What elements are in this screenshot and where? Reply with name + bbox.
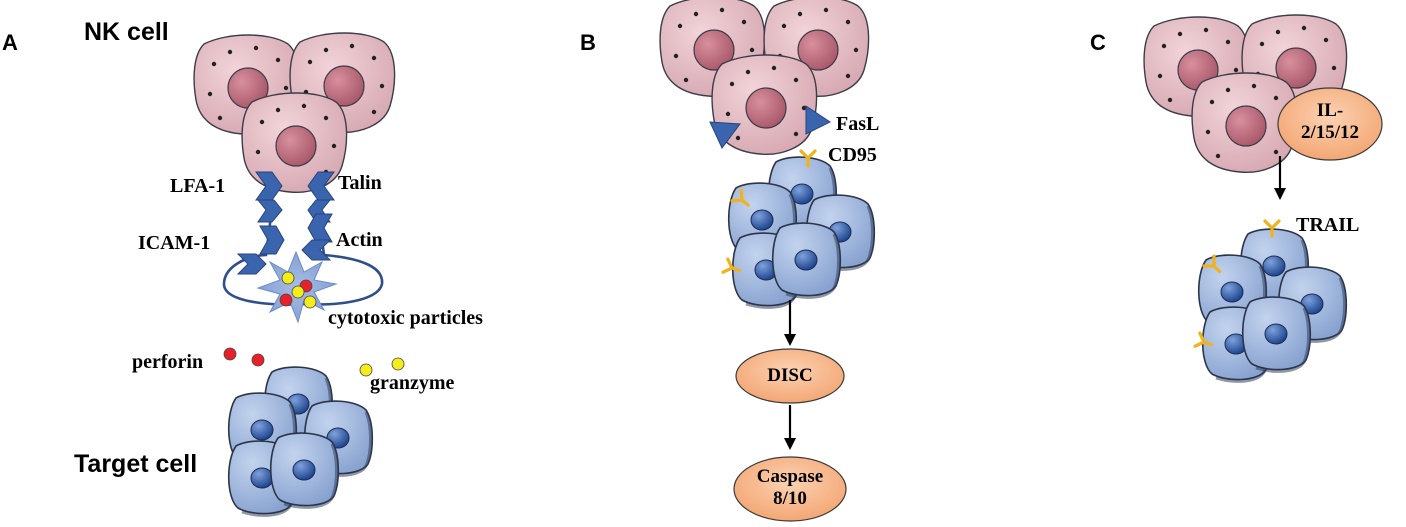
panel-a [193, 32, 405, 517]
nk-cell-label: NK cell [84, 18, 169, 46]
cytotoxic-particles-label: cytotoxic particles [328, 307, 483, 329]
pathway-arrow [784, 405, 796, 450]
fasl-label: FasL [836, 113, 880, 135]
target-cell-label: Target cell [74, 450, 198, 478]
granzyme-label: granzyme [370, 372, 455, 394]
interleukin-label-line2: 2/15/12 [1300, 122, 1360, 143]
panel-b [659, 0, 876, 522]
target-cell [269, 431, 340, 509]
panel-c [1143, 14, 1383, 383]
cd95-label: CD95 [828, 144, 877, 166]
fasl-ligand [805, 105, 831, 135]
talin-label: Talin [338, 172, 382, 194]
lfa1-icam1-receptors [236, 171, 285, 275]
panel-label-a: A [2, 30, 18, 55]
lfa1-label: LFA-1 [170, 175, 226, 197]
talin-actin-receptors [301, 171, 335, 261]
nk-cell [241, 92, 348, 193]
pathway-arrow [1274, 156, 1286, 200]
cytotoxic-granules [279, 271, 317, 309]
interleukin-oval [1277, 87, 1383, 161]
caspase-oval [733, 456, 847, 522]
disc-label: DISC [767, 365, 813, 386]
disc-oval [735, 348, 845, 404]
perforin-label: perforin [132, 351, 204, 373]
caspase-label-line2: 8/10 [773, 488, 807, 509]
trail-label: TRAIL [1296, 214, 1360, 236]
actin-label: Actin [336, 229, 383, 251]
panel-label-c: C [1090, 30, 1106, 55]
caspase-label-line1: Caspase [756, 466, 824, 487]
target-cell [1241, 295, 1312, 373]
pathway-arrow [784, 300, 796, 346]
target-cell [771, 221, 842, 299]
interleukin-label-line1: IL- [1316, 100, 1344, 121]
fasl-ligand [709, 121, 741, 149]
panel-label-b: B [580, 30, 596, 55]
icam1-label: ICAM-1 [138, 232, 211, 254]
